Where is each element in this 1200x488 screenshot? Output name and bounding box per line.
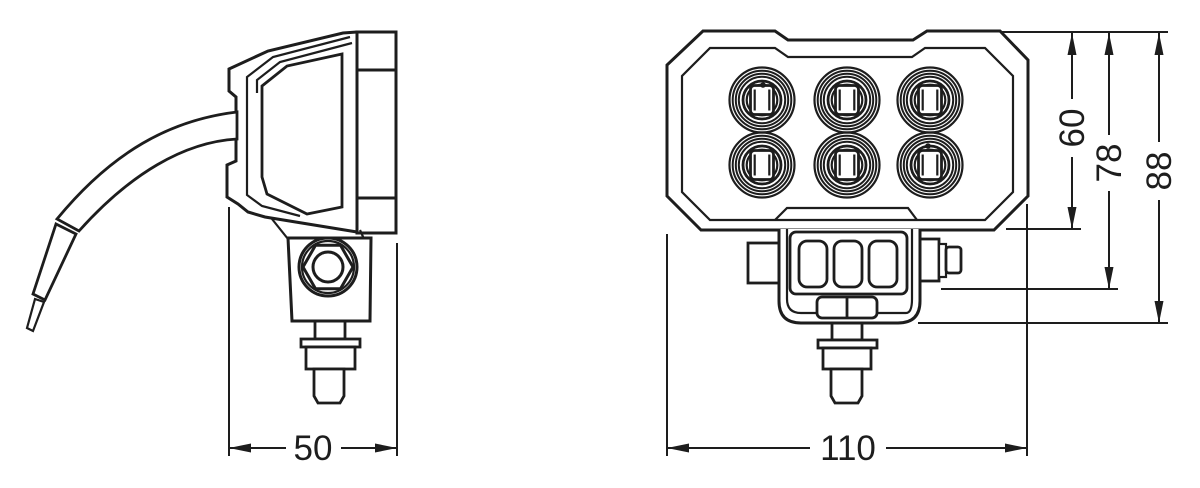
mounting-stud-front [816, 320, 879, 405]
cable [25, 110, 239, 333]
bracket-slot [832, 239, 864, 289]
side-bracket [271, 218, 373, 323]
dimension-60: 60 [1002, 31, 1168, 230]
front-bracket [777, 229, 922, 325]
side-housing [225, 30, 398, 235]
side-view: 50 [25, 30, 398, 468]
left-pivot-tab [746, 241, 781, 285]
reflector-face [260, 52, 344, 216]
cable-sleeve [54, 110, 239, 233]
bolt-head [944, 245, 963, 275]
cable-tip [25, 297, 46, 333]
pivot-bolt [746, 237, 963, 285]
bottom-tab [774, 206, 918, 221]
led-array [728, 66, 964, 199]
bracket-slot [867, 239, 899, 289]
mounting-stud-side [299, 318, 362, 405]
front-view: 110 60 78 88 [665, 29, 1179, 468]
housing-height-label: 60 [1053, 109, 1092, 148]
front-width-label: 110 [820, 429, 876, 468]
cable-wire [31, 222, 78, 302]
dimension-50: 50 [228, 207, 398, 468]
bolt-nut [918, 237, 941, 283]
overall-height-label: 88 [1140, 152, 1179, 191]
lens-stack [355, 30, 398, 235]
bracket-slot [797, 239, 829, 289]
dimension-110: 110 [666, 204, 1028, 468]
side-width-label: 50 [294, 429, 333, 468]
dimension-88: 88 [918, 33, 1179, 324]
bolt-height-label: 78 [1090, 144, 1129, 183]
front-housing [665, 29, 1030, 232]
dimension-78: 78 [941, 33, 1129, 290]
